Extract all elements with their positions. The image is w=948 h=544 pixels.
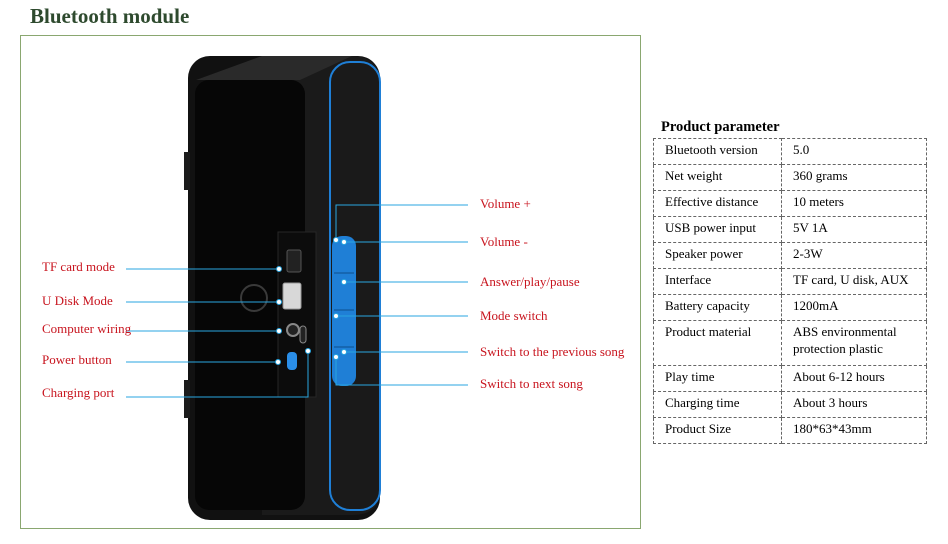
spec-value: TF card, U disk, AUX <box>781 268 927 295</box>
page-title: Bluetooth module <box>30 4 190 28</box>
button-strip <box>329 61 381 511</box>
reset-hole-icon <box>240 284 268 312</box>
spec-key: Charging time <box>653 391 782 418</box>
callout-volume-down: Volume - <box>480 234 528 249</box>
spec-key: Speaker power <box>653 242 782 269</box>
spec-key: USB power input <box>653 216 782 243</box>
spec-value: About 6-12 hours <box>781 365 927 392</box>
callout-volume-up: Volume + <box>480 196 531 211</box>
callout-power-button: Power button <box>42 352 112 367</box>
spec-value: 10 meters <box>781 190 927 217</box>
spec-key: Bluetooth version <box>653 138 782 165</box>
port-panel <box>240 231 317 398</box>
power-switch-icon <box>287 352 297 370</box>
aux-jack-icon <box>286 323 300 337</box>
charging-port-icon <box>299 325 307 344</box>
callout-u-disk-mode: U Disk Mode <box>42 293 113 308</box>
tf-slot-icon <box>286 249 302 273</box>
spec-value: About 3 hours <box>781 391 927 418</box>
spec-value: ABS environmental protection plastic <box>781 320 927 366</box>
spec-key: Net weight <box>653 164 782 191</box>
callout-mode-switch: Mode switch <box>480 308 548 323</box>
spec-key: Battery capacity <box>653 294 782 321</box>
callout-answer-play-pause: Answer/play/pause <box>480 274 580 289</box>
callout-next-song: Switch to next song <box>480 376 583 391</box>
right-leader-lines <box>335 204 468 386</box>
spec-value: 1200mA <box>781 294 927 321</box>
product-image-frame <box>20 35 641 529</box>
spec-value: 360 grams <box>781 164 927 191</box>
spec-key: Play time <box>653 365 782 392</box>
spec-key: Interface <box>653 268 782 295</box>
left-anchor-dots <box>275 266 311 365</box>
spec-key: Product material <box>653 320 782 366</box>
spec-table-title: Product parameter <box>661 119 780 135</box>
spec-key: Product Size <box>653 417 782 444</box>
callout-charging-port: Charging port <box>42 385 115 400</box>
callout-tf-card-mode: TF card mode <box>42 259 115 274</box>
left-leader-lines <box>126 268 309 398</box>
usb-port-icon <box>282 282 302 310</box>
callout-computer-wiring: Computer wiring <box>42 321 132 336</box>
spec-value: 180*63*43mm <box>781 417 927 444</box>
right-anchor-dots <box>333 237 347 360</box>
spec-value: 5V 1A <box>781 216 927 243</box>
callout-previous-song: Switch to the previous song <box>480 344 625 359</box>
spec-value: 5.0 <box>781 138 927 165</box>
spec-value: 2-3W <box>781 242 927 269</box>
spec-key: Effective distance <box>653 190 782 217</box>
